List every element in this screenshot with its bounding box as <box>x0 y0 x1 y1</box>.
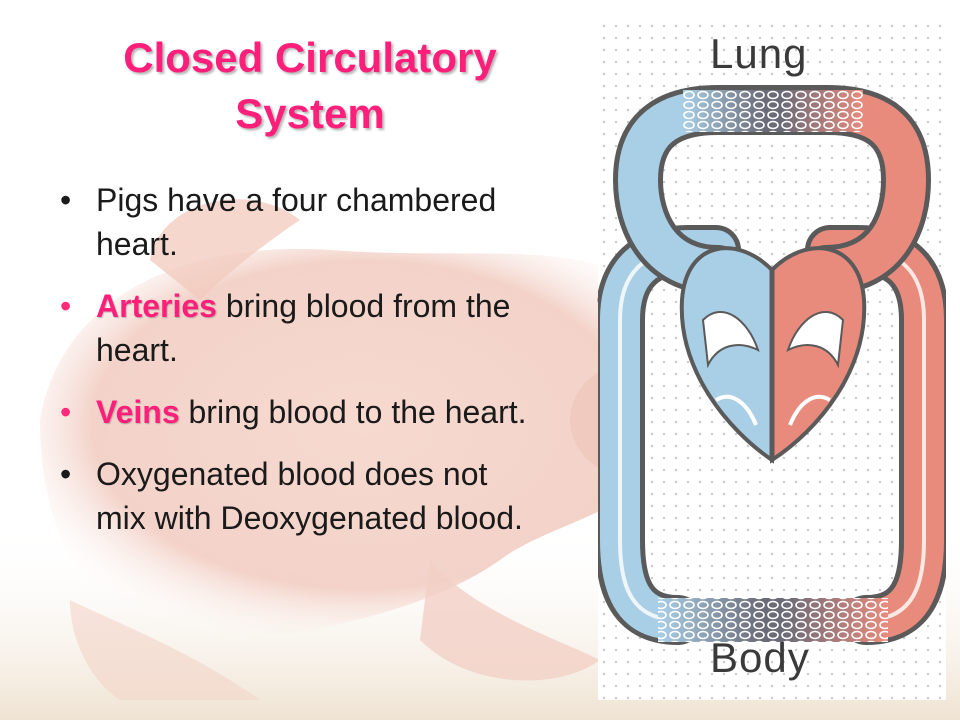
bullet-dot: • <box>60 456 72 492</box>
slide-title: Closed Circulatory System <box>40 30 580 142</box>
bullet-text: Oxygenated blood does not mix with Deoxy… <box>96 456 523 536</box>
title-line-1: Closed Circulatory <box>123 34 497 81</box>
bullet-keyword: Arteries <box>96 288 217 324</box>
circulation-loop-drawing <box>598 85 946 645</box>
bullet-item: • Pigs have a four chambered heart. <box>58 178 528 266</box>
bullet-dot: • <box>60 288 72 324</box>
bullet-item: • Arteries bring blood from the heart. <box>58 284 528 372</box>
bullet-item: • Veins bring blood to the heart. <box>58 390 528 434</box>
title-line-2: System <box>235 90 385 137</box>
bullet-keyword: Veins <box>96 394 180 430</box>
heart-left-side-oxygenated <box>770 246 867 464</box>
bullet-dot: • <box>60 394 72 430</box>
lung-label: Lung <box>710 30 808 77</box>
bullet-list: • Pigs have a four chambered heart. • Arte… <box>58 178 528 558</box>
heart-right-side-deoxygenated <box>679 246 774 464</box>
circulation-diagram: Lung Body <box>598 20 946 700</box>
bullet-dot: • <box>60 182 72 218</box>
bullet-text: bring blood to the heart. <box>179 394 527 430</box>
bullet-item: • Oxygenated blood does not mix with Deox… <box>58 452 528 540</box>
bullet-text: bring blood from the heart. <box>96 288 511 368</box>
bullet-text: Pigs have a four chambered heart. <box>96 182 497 262</box>
